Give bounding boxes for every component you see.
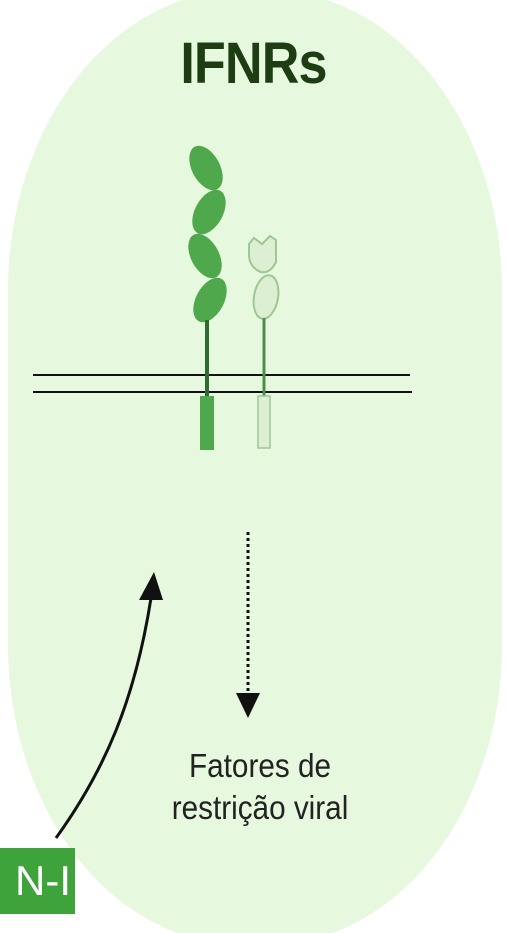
- receptor-ifnar2: [248, 234, 280, 449]
- ifnar1-domain-3: [188, 233, 222, 279]
- cell-body: [8, 0, 502, 933]
- caption-line-2: restrição viral: [171, 789, 349, 826]
- ifnar2-domain-top: [248, 234, 277, 274]
- plasma-membrane: [33, 374, 412, 393]
- ifn-ligand-label: N-I: [0, 848, 75, 914]
- ifnar1-domain-4: [193, 277, 227, 323]
- ifnar1-domain-2: [192, 189, 226, 235]
- outcome-caption: Fatores de restrição viral: [152, 745, 368, 829]
- ifnar1-domain-1: [189, 145, 223, 191]
- ifnar2-domain-bottom: [252, 274, 280, 320]
- ifnar1-intracellular: [200, 396, 214, 450]
- signaling-arrow: [236, 532, 260, 718]
- caption-line-1: Fatores de: [189, 747, 331, 784]
- diagram-title: IFNRs: [180, 31, 327, 96]
- receptor-ifnar1: [188, 145, 227, 450]
- ifnar2-intracellular: [257, 395, 271, 449]
- ligand-binding-arrow: [54, 572, 163, 839]
